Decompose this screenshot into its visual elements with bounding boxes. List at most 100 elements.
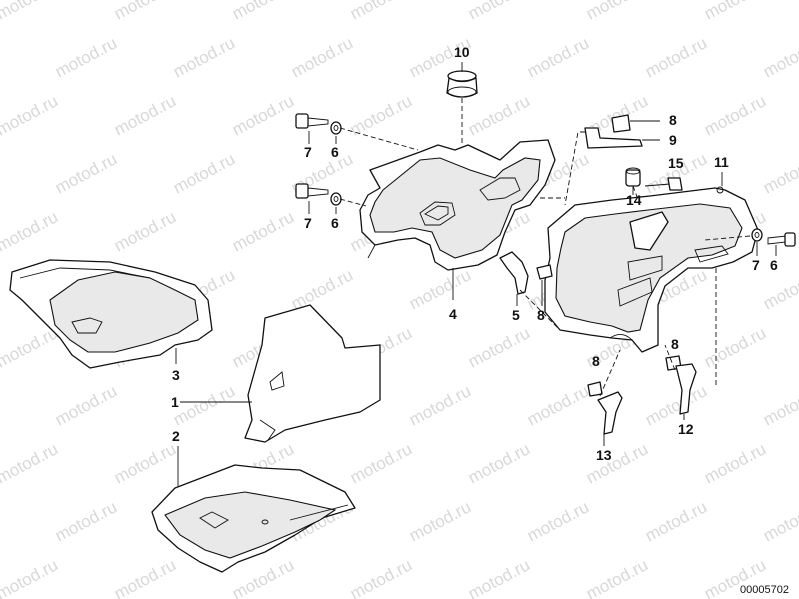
watermark-text: motod.ru [701, 439, 769, 487]
watermark-text: motod.ru [0, 33, 2, 81]
watermark-text: motod.ru [0, 381, 2, 429]
part-8-clip-a [611, 114, 660, 133]
watermark-text: motod.ru [347, 91, 415, 139]
callout-8: 8 [592, 353, 600, 369]
part-10-grommet [446, 62, 478, 98]
callout-12: 12 [678, 421, 694, 437]
callout-6: 6 [331, 215, 339, 231]
callout-labels: 10 8 9 7 6 15 11 14 7 6 4 5 8 7 6 3 8 8 … [171, 44, 778, 463]
part-5-bracket [499, 251, 529, 306]
watermark-text: motod.ru [760, 381, 799, 429]
part-7-bolt-a [295, 113, 329, 144]
watermark-text: motod.ru [406, 265, 474, 313]
watermark-text: motod.ru [347, 439, 415, 487]
watermark-text: motod.ru [0, 207, 61, 255]
watermark-text: motod.ru [170, 149, 238, 197]
watermark-text: motod.ru [52, 497, 120, 545]
watermark-text: motod.ru [111, 439, 179, 487]
callout-7: 7 [304, 215, 312, 231]
watermark-text: motod.ru [760, 33, 799, 81]
watermark-text: motod.ru [642, 33, 710, 81]
callout-11: 11 [714, 154, 729, 170]
watermark-text: motod.ru [111, 91, 179, 139]
callout-5: 5 [512, 307, 520, 323]
watermark-text: motod.ru [52, 149, 120, 197]
part-3-left-fairing [9, 259, 213, 369]
watermark-text: motod.ru [347, 0, 415, 24]
part-6-washer-b [330, 192, 342, 214]
watermark-text: motod.ru [760, 265, 799, 313]
watermark-text: motod.ru [701, 323, 769, 371]
part-8-clip-b [536, 264, 553, 306]
watermark-text: motod.ru [465, 555, 533, 599]
watermark-text: motod.ru [760, 149, 799, 197]
watermark-text: motod.ru [642, 381, 710, 429]
watermark-text: motod.ru [0, 265, 2, 313]
watermark-text: motod.ru [465, 323, 533, 371]
part-7-bolt-b [295, 183, 329, 214]
callout-1: 1 [171, 394, 179, 410]
watermark-text: motod.ru [465, 439, 533, 487]
watermark-text: motod.ru [0, 439, 61, 487]
watermark-text: motod.ru [524, 381, 592, 429]
watermark-text: motod.ru [229, 91, 297, 139]
watermark-text: motod.ru [111, 555, 179, 599]
part-4-center-panel [359, 139, 556, 300]
watermark-text: motod.ru [524, 33, 592, 81]
part-2-lower-tray [151, 446, 356, 573]
watermark-text: motod.ru [288, 265, 356, 313]
callout-6: 6 [331, 144, 339, 160]
watermark-text: motod.ru [406, 381, 474, 429]
callout-8: 8 [671, 336, 679, 352]
callout-3: 3 [172, 367, 180, 383]
callout-13: 13 [596, 447, 612, 463]
callout-8: 8 [669, 112, 677, 128]
watermark-text: motod.ru [583, 555, 651, 599]
part-7-bolt-c [767, 232, 796, 256]
callout-8: 8 [537, 307, 545, 323]
part-14-bush [625, 167, 641, 195]
watermark-text: motod.ru [111, 0, 179, 24]
watermark-text: motod.ru [0, 497, 2, 545]
callout-7: 7 [752, 257, 760, 273]
watermark-text: motod.ru [465, 91, 533, 139]
part-15-bolt [644, 177, 683, 191]
watermark-text: motod.ru [0, 91, 61, 139]
callout-4: 4 [449, 306, 457, 322]
watermark-text: motod.ru [229, 0, 297, 24]
watermark-text: motod.ru [0, 149, 2, 197]
part-12-bracket [675, 363, 697, 420]
watermark-text: motod.ru [583, 439, 651, 487]
watermark-text: motod.ru [170, 33, 238, 81]
callout-14: 14 [626, 192, 642, 208]
part-9-bracket [584, 127, 660, 149]
watermark-text: motod.ru [760, 497, 799, 545]
assembly-lines [339, 98, 751, 397]
watermark-text: motod.ru [583, 0, 651, 24]
document-number: 00005702 [740, 584, 789, 596]
watermark-text: motod.ru [701, 91, 769, 139]
watermark-text: motod.ru [406, 497, 474, 545]
callout-7: 7 [304, 144, 312, 160]
callout-6: 6 [770, 257, 778, 273]
watermark-text: motod.ru [701, 0, 769, 24]
part-6-washer-c [751, 228, 763, 256]
part-8-clip-c [587, 381, 603, 397]
part-1-inner-panel [180, 304, 381, 443]
watermark-text: motod.ru [642, 497, 710, 545]
watermark-text: motod.ru [0, 555, 61, 599]
watermark-text: motod.ru [347, 555, 415, 599]
watermark-text: motod.ru [52, 381, 120, 429]
part-11-right-panel [544, 172, 759, 353]
callout-10: 10 [454, 44, 470, 60]
watermark-text: motod.ru [524, 497, 592, 545]
watermark-text: motod.ru [465, 0, 533, 24]
callout-15: 15 [668, 155, 684, 171]
watermark-text: motod.ru [111, 207, 179, 255]
watermark-text: motod.ru [170, 381, 238, 429]
callout-9: 9 [669, 132, 677, 148]
watermark-text: motod.ru [229, 207, 297, 255]
callout-2: 2 [172, 428, 180, 444]
part-6-washer-a [330, 121, 342, 144]
